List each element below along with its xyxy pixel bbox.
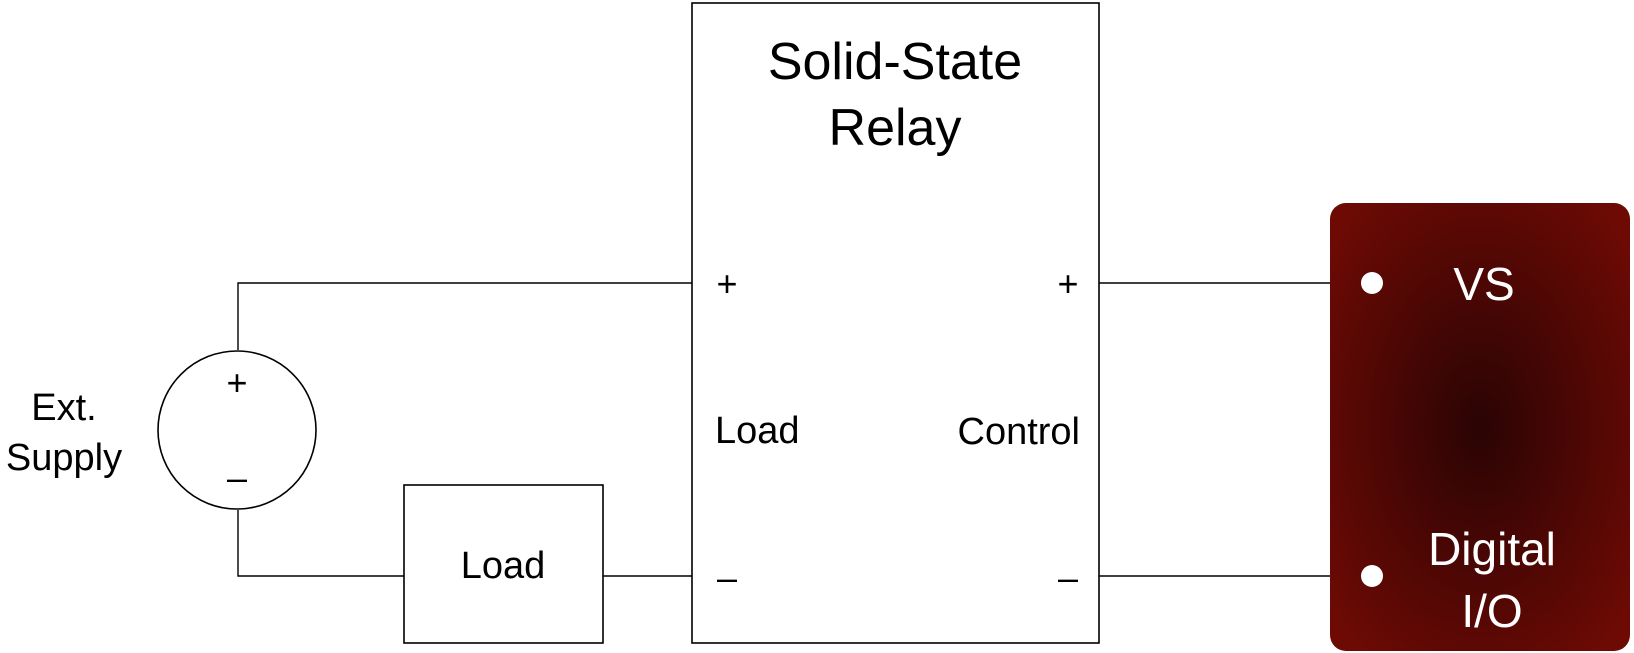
solid-state-relay: Solid-State Relay + Load – + Control – — [691, 2, 1100, 644]
relay-control-minus-sign: – — [1058, 557, 1078, 598]
relay-load-plus-sign: + — [716, 263, 737, 304]
load-component: Load — [403, 484, 604, 644]
relay-load-label: Load — [715, 410, 800, 452]
load-box-label: Load — [461, 545, 546, 587]
dio-label-line1: Digital — [1428, 523, 1556, 575]
digital-io-device: VS Digital I/O — [1330, 203, 1630, 651]
external-supply: + – Ext. Supply — [6, 350, 317, 510]
wires — [237, 282, 1372, 577]
device-panel — [1330, 203, 1630, 651]
load-box — [403, 484, 604, 644]
supply-plus-sign: + — [226, 362, 247, 403]
relay-control-plus-sign: + — [1057, 263, 1078, 304]
relay-control-label: Control — [958, 411, 1081, 453]
wire-supply-plus-to-relay-load-plus — [237, 282, 692, 350]
supply-label-line2: Supply — [6, 437, 122, 479]
supply-minus-sign: – — [227, 457, 247, 498]
supply-label-line1: Ext. — [31, 387, 96, 429]
dio-label-line2: I/O — [1461, 585, 1522, 637]
relay-title-line1: Solid-State — [768, 33, 1022, 91]
dio-terminal[interactable] — [1361, 565, 1383, 587]
relay-title-line2: Relay — [829, 99, 962, 157]
vs-terminal[interactable] — [1361, 272, 1383, 294]
wire-supply-minus-to-load-box — [237, 510, 404, 577]
relay-box — [691, 2, 1100, 644]
relay-load-minus-sign: – — [717, 557, 737, 598]
vs-label: VS — [1453, 258, 1514, 310]
supply-source-symbol — [157, 350, 317, 510]
